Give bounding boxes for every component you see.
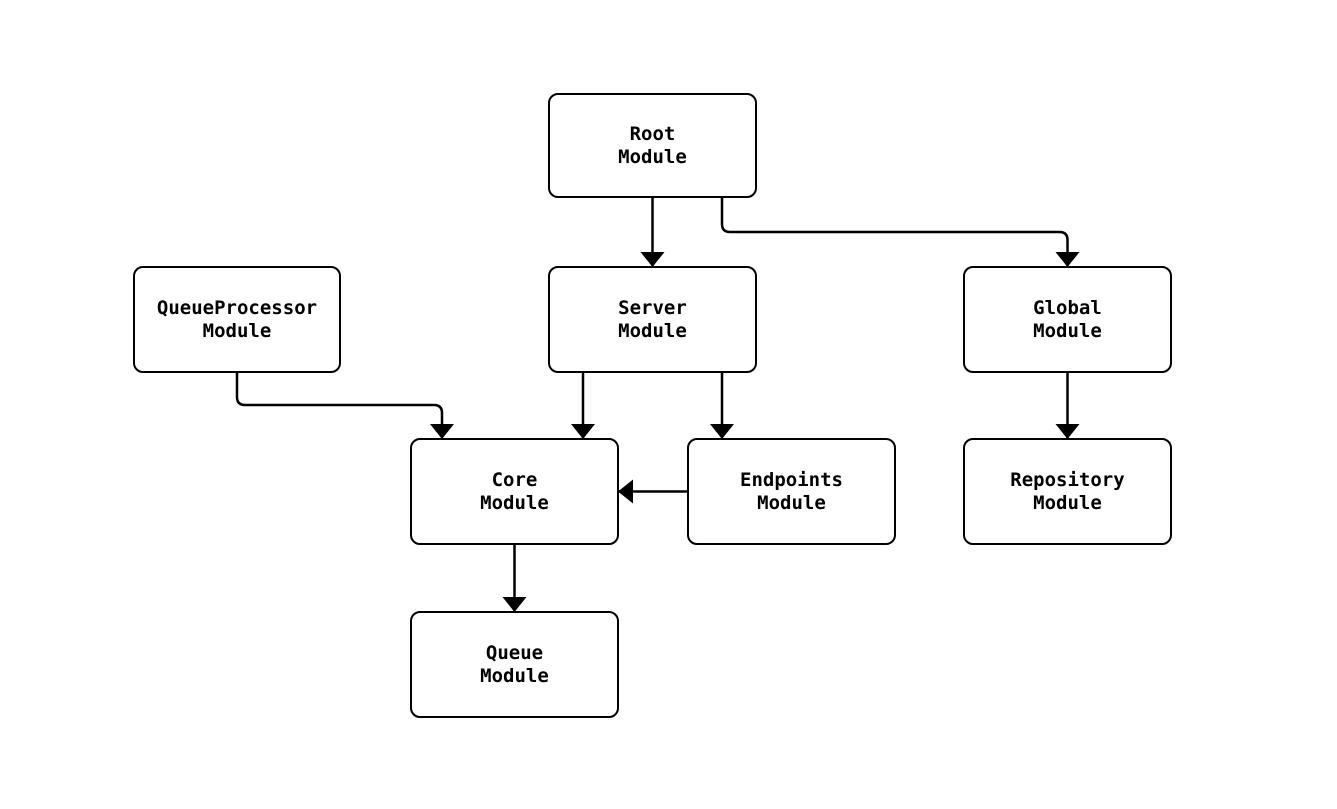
node-global-module-label: Global Module: [1033, 296, 1102, 342]
node-queue-module-label: Queue Module: [480, 641, 549, 687]
node-global-module: Global Module: [963, 266, 1172, 373]
node-queue-module: Queue Module: [410, 611, 619, 718]
node-endpoints-module: Endpoints Module: [687, 438, 896, 545]
node-root-module-label: Root Module: [618, 122, 687, 168]
node-core-module: Core Module: [410, 438, 619, 545]
node-endpoints-module-label: Endpoints Module: [740, 468, 843, 514]
edge-queueprocessor-to-core: [235, 373, 454, 439]
node-repository-module-label: Repository Module: [1010, 468, 1125, 514]
node-queueprocessor-module: QueueProcessor Module: [133, 266, 341, 373]
node-root-module: Root Module: [548, 93, 757, 198]
node-server-module: Server Module: [548, 266, 757, 373]
node-core-module-label: Core Module: [480, 468, 549, 514]
node-server-module-label: Server Module: [618, 296, 687, 342]
edge-root-to-global: [720, 198, 1080, 267]
node-queueprocessor-module-label: QueueProcessor Module: [156, 296, 318, 342]
node-repository-module: Repository Module: [963, 438, 1172, 545]
